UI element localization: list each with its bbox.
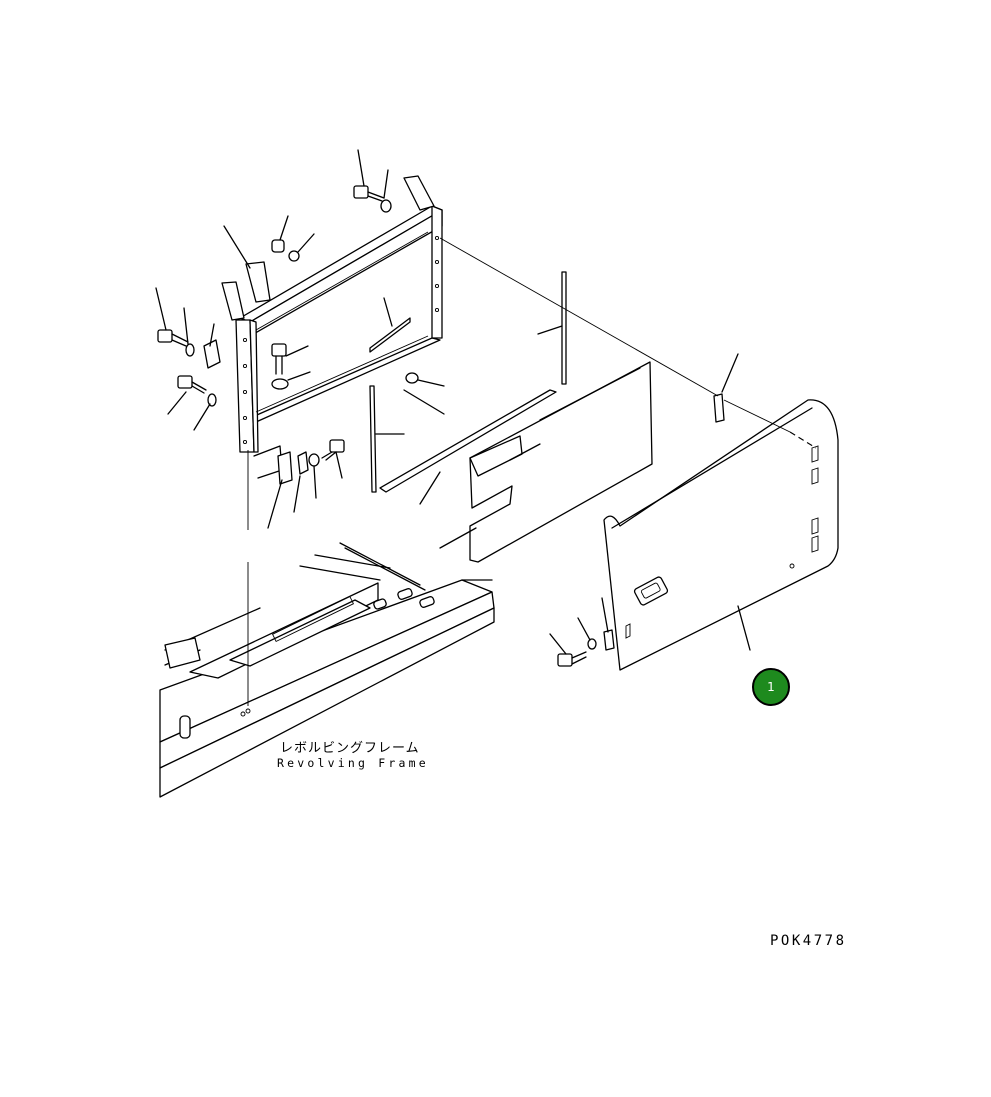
frame-holes bbox=[242, 235, 440, 445]
revolving-frame-label-en: Revolving Frame bbox=[277, 756, 429, 770]
drawing-code: POK4778 bbox=[770, 933, 847, 949]
revolving-frame bbox=[159, 542, 495, 798]
cushion-block bbox=[469, 361, 653, 563]
alignment-lines bbox=[247, 237, 817, 706]
leader-lines bbox=[155, 149, 751, 655]
callout-number: 1 bbox=[767, 680, 775, 694]
bolts bbox=[157, 185, 615, 667]
revolving-frame-label-jp: レボルビングフレーム bbox=[280, 741, 420, 756]
guard-frame bbox=[221, 175, 443, 479]
side-cover bbox=[603, 399, 839, 671]
callout-badge-1[interactable]: 1 bbox=[752, 668, 790, 706]
seal-strips bbox=[369, 271, 725, 493]
